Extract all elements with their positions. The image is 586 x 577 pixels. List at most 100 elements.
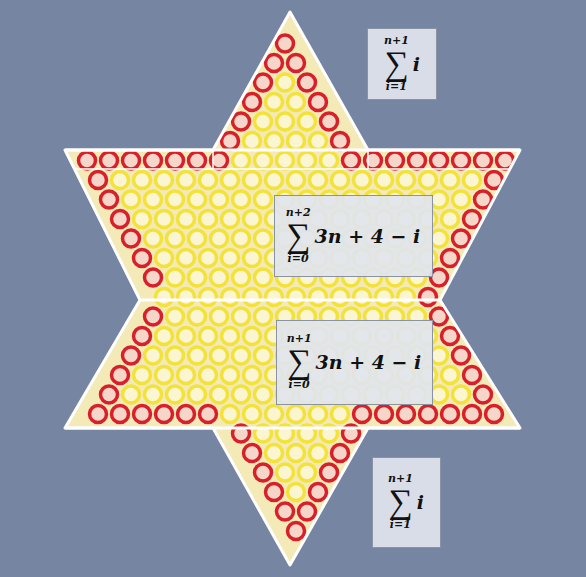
yellow-hole (233, 269, 250, 286)
yellow-hole (233, 347, 250, 364)
yellow-hole (244, 133, 261, 150)
yellow-hole (145, 191, 162, 208)
yellow-hole (178, 250, 195, 267)
sum-formula: n+1∑i=1i (384, 35, 420, 93)
yellow-hole (255, 113, 272, 130)
red-hole (266, 484, 283, 501)
yellow-hole (156, 250, 173, 267)
yellow-hole (189, 230, 206, 247)
yellow-hole (244, 406, 261, 423)
red-hole (431, 269, 448, 286)
yellow-hole (277, 113, 294, 130)
yellow-hole (200, 328, 217, 345)
red-hole (123, 347, 140, 364)
yellow-hole (431, 347, 448, 364)
yellow-hole (134, 172, 151, 189)
star-ground (65, 12, 520, 565)
yellow-hole (277, 464, 294, 481)
red-hole (475, 152, 492, 169)
yellow-hole (266, 133, 283, 150)
red-hole (145, 152, 162, 169)
sigma-stack: n+2∑i=0 (286, 207, 311, 265)
red-hole (475, 386, 492, 403)
red-hole (431, 152, 448, 169)
upper-limit: n+1 (384, 35, 409, 47)
red-hole (244, 94, 261, 111)
yellow-hole (189, 191, 206, 208)
yellow-hole (332, 172, 349, 189)
red-hole (398, 406, 415, 423)
red-hole (387, 152, 404, 169)
yellow-hole (112, 172, 129, 189)
formula-box: n+2∑i=03n + 4 − i (274, 195, 433, 277)
red-hole (134, 406, 151, 423)
red-hole (277, 503, 294, 520)
red-hole (354, 406, 371, 423)
yellow-hole (222, 328, 239, 345)
yellow-hole (189, 308, 206, 325)
red-hole (321, 464, 338, 481)
yellow-hole (288, 484, 305, 501)
yellow-hole (167, 308, 184, 325)
yellow-hole (178, 328, 195, 345)
yellow-hole (167, 269, 184, 286)
yellow-hole (189, 386, 206, 403)
red-hole (112, 406, 129, 423)
yellow-hole (167, 347, 184, 364)
yellow-hole (178, 211, 195, 228)
yellow-hole (134, 367, 151, 384)
yellow-hole (266, 172, 283, 189)
red-hole (288, 55, 305, 72)
yellow-hole (156, 289, 173, 306)
red-hole (343, 152, 360, 169)
yellow-hole (222, 172, 239, 189)
red-hole (277, 35, 294, 52)
yellow-hole (255, 230, 272, 247)
formula-box: n+1∑i=03n + 4 − i (276, 320, 433, 405)
yellow-hole (244, 328, 261, 345)
yellow-hole (200, 172, 217, 189)
red-hole (321, 113, 338, 130)
red-hole (288, 523, 305, 540)
red-hole (112, 367, 129, 384)
yellow-hole (398, 289, 415, 306)
lower-limit: i=1 (390, 519, 411, 531)
yellow-hole (442, 367, 459, 384)
yellow-hole (134, 211, 151, 228)
yellow-hole (222, 289, 239, 306)
sigma-stack: n+1∑i=1 (384, 35, 409, 93)
red-hole (145, 269, 162, 286)
yellow-hole (431, 386, 448, 403)
red-hole (200, 406, 217, 423)
lower-limit: i=0 (288, 253, 309, 265)
yellow-hole (277, 74, 294, 91)
yellow-hole (310, 289, 327, 306)
yellow-hole (288, 445, 305, 462)
yellow-hole (255, 386, 272, 403)
yellow-hole (156, 172, 173, 189)
yellow-hole (211, 308, 228, 325)
lower-limit: i=0 (289, 379, 310, 391)
yellow-hole (145, 386, 162, 403)
yellow-hole (222, 250, 239, 267)
yellow-hole (266, 445, 283, 462)
lower-limit: i=1 (386, 81, 407, 93)
sigma-sign: ∑ (286, 219, 310, 253)
red-hole (156, 406, 173, 423)
red-hole (101, 152, 118, 169)
yellow-hole (244, 289, 261, 306)
yellow-hole (354, 289, 371, 306)
formula-box: n+1∑i=1i (372, 457, 441, 548)
formula-box: n+1∑i=1i (367, 28, 437, 100)
red-hole (244, 445, 261, 462)
red-hole (464, 406, 481, 423)
yellow-hole (178, 289, 195, 306)
yellow-hole (211, 386, 228, 403)
yellow-hole (376, 289, 393, 306)
yellow-hole (211, 191, 228, 208)
yellow-hole (332, 289, 349, 306)
red-hole (453, 152, 470, 169)
yellow-hole (266, 94, 283, 111)
yellow-hole (167, 230, 184, 247)
yellow-hole (321, 152, 338, 169)
